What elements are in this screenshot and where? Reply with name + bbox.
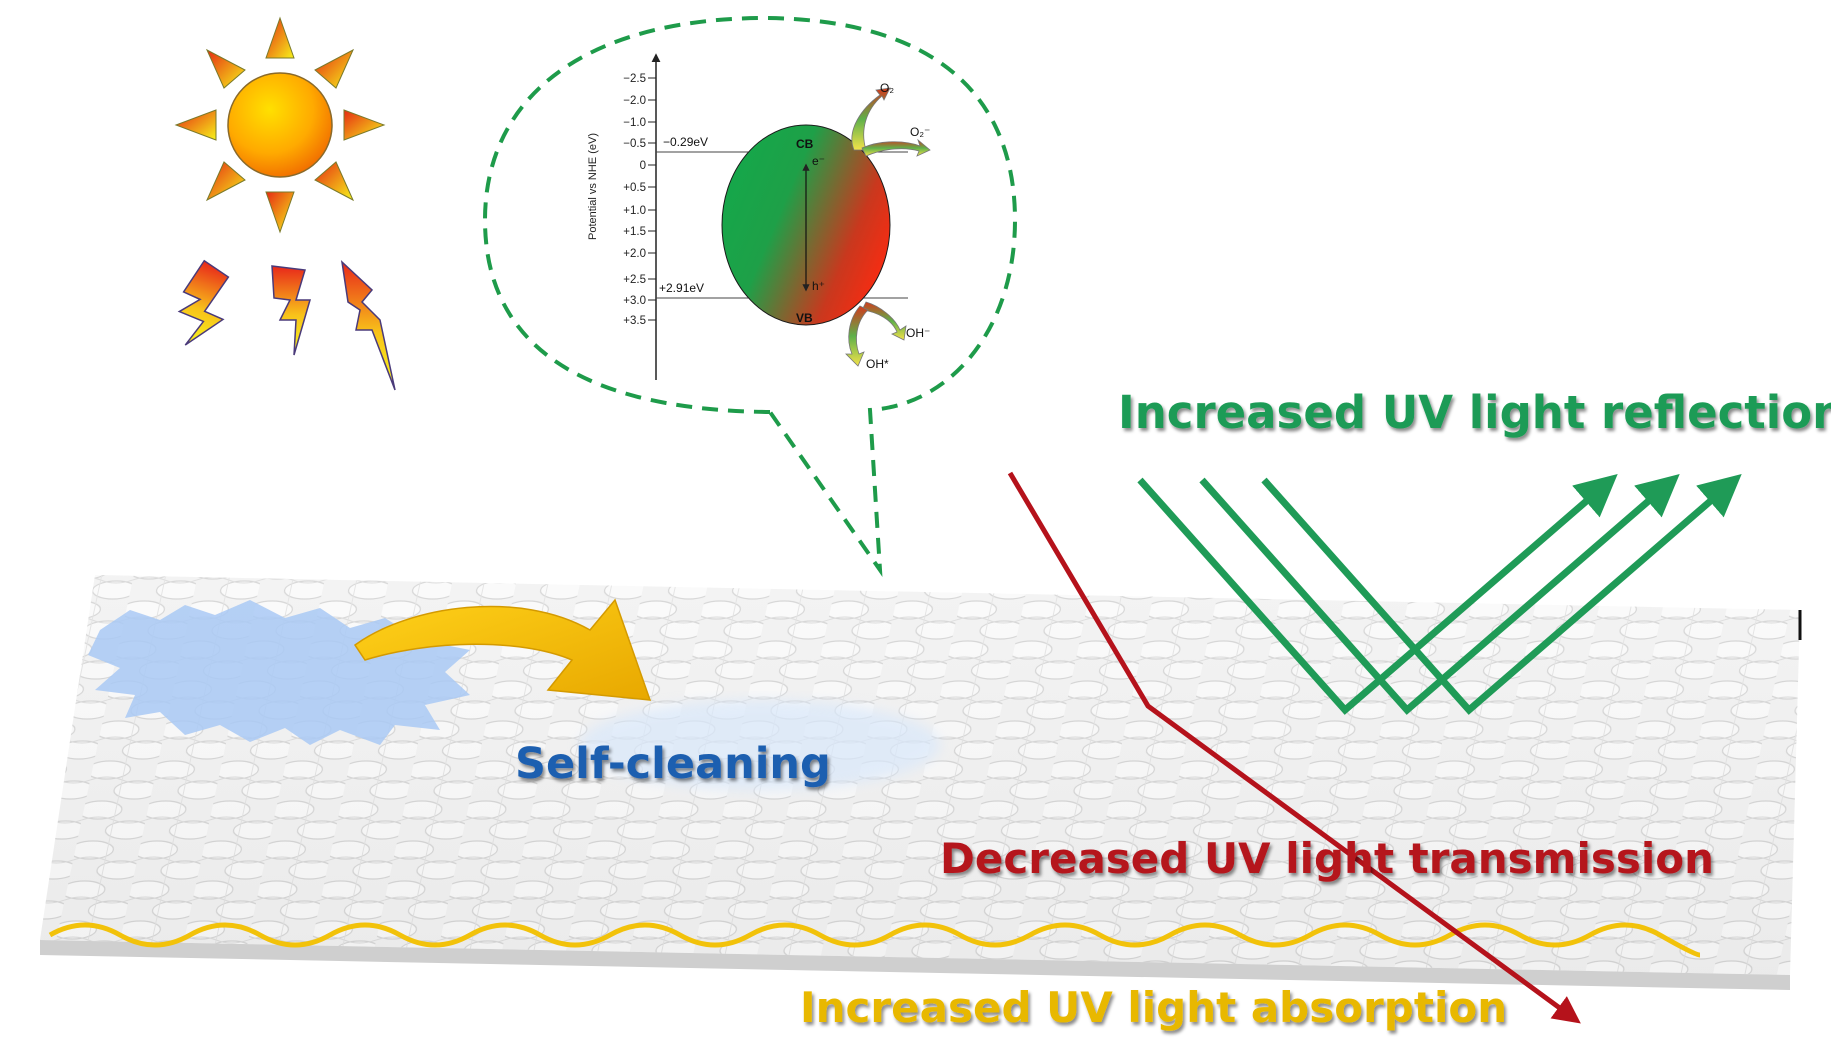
oh-radical-label: OH* <box>866 357 889 371</box>
o2-label: O₂ <box>880 81 894 95</box>
oh-oxidation-arrow <box>861 301 907 341</box>
cb-level-label: −0.29eV <box>663 135 708 149</box>
reflection-arrow-3 <box>1261 474 1742 715</box>
tick-label: +3.0 <box>623 295 646 307</box>
transmission-arrow <box>1007 471 1581 1024</box>
reflection-arrow-2 <box>1199 474 1680 715</box>
tick-label: −0.5 <box>623 138 646 150</box>
reflection-arrows <box>1137 474 1742 715</box>
vb-level-label: +2.91eV <box>659 281 704 295</box>
oh-minus-label: OH⁻ <box>906 326 930 340</box>
vb-label: VB <box>796 311 813 325</box>
sun-icon <box>174 16 386 234</box>
tick-label: +1.5 <box>623 226 646 238</box>
cb-label: CB <box>796 137 814 151</box>
tick-label: −2.0 <box>623 95 646 107</box>
transmission-label: Decreased UV light transmission <box>940 834 1714 883</box>
tick-label: 0 <box>640 160 646 172</box>
fabric-surface <box>40 575 1802 990</box>
reflection-label: Increased UV light reflection <box>1118 386 1831 439</box>
tick-label: +2.5 <box>623 274 646 286</box>
potential-axis-label: Potential vs NHE (eV) <box>587 133 599 240</box>
tick-label: +3.5 <box>623 315 646 327</box>
tick-label: +0.5 <box>623 182 646 194</box>
potential-ticks: −2.5 −2.0 −1.0 −0.5 0 +0.5 +1.0 +1.5 +2.0 +2.5 +3.… <box>623 73 656 327</box>
tick-label: +2.0 <box>623 248 646 260</box>
self-cleaning-arrow <box>353 598 652 701</box>
o2-reduction-arrow <box>851 87 891 151</box>
absorption-wave <box>48 922 1701 958</box>
lightning-bolts-icon <box>177 259 396 391</box>
absorption-label: Increased UV light absorption <box>800 983 1507 1032</box>
hole-label: h⁺ <box>812 279 825 293</box>
self-cleaning-label: Self-cleaning <box>515 739 831 789</box>
band-diagram: Potential vs NHE (eV) −2.5 −2.0 −1.0 −0.5 0 +… <box>587 53 931 380</box>
tick-label: −2.5 <box>623 73 646 85</box>
electron-label: e⁻ <box>812 154 825 168</box>
tick-label: −1.0 <box>623 117 646 129</box>
tick-label: +1.0 <box>623 205 646 217</box>
o2-radical-label: O₂⁻ <box>910 125 930 139</box>
reflection-arrow-1 <box>1137 474 1618 715</box>
